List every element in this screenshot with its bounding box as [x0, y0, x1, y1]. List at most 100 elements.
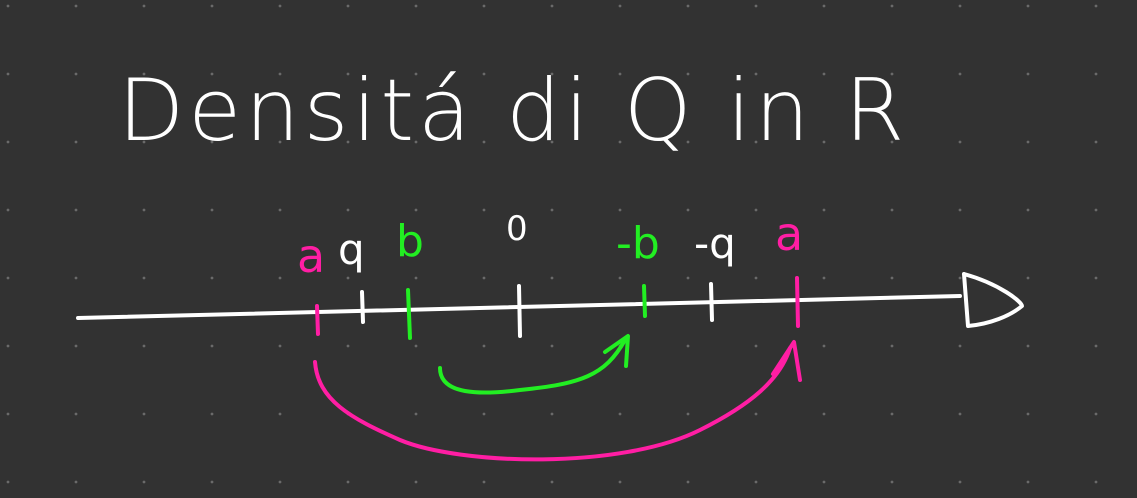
grid-dot	[414, 412, 418, 416]
grid-dot	[958, 412, 962, 416]
grid-dot	[74, 276, 78, 280]
grid-dot	[210, 480, 214, 484]
grid-dot	[142, 412, 146, 416]
grid-dot	[1026, 412, 1030, 416]
grid-dot	[142, 276, 146, 280]
grid-dot	[1026, 208, 1030, 212]
grid-dot	[686, 480, 690, 484]
grid-dot	[278, 140, 282, 144]
grid-dot	[210, 208, 214, 212]
grid-dot	[890, 344, 894, 348]
tick-a-left	[315, 304, 320, 336]
grid-dot	[1094, 140, 1098, 144]
grid-dot	[618, 208, 622, 212]
grid-dot	[6, 412, 10, 416]
grid-dot	[6, 480, 10, 484]
grid-dot	[210, 412, 214, 416]
grid-dot	[74, 140, 78, 144]
grid-dot	[482, 140, 486, 144]
grid-dot	[142, 480, 146, 484]
grid-dot	[686, 276, 690, 280]
grid-dot	[754, 344, 758, 348]
grid-dot	[550, 140, 554, 144]
grid-dot	[74, 412, 78, 416]
grid-dot	[686, 412, 690, 416]
grid-dot	[1026, 4, 1030, 8]
grid-dot	[414, 208, 418, 212]
grid-dot	[346, 344, 350, 348]
grid-dot	[6, 72, 10, 76]
grid-dot	[618, 480, 622, 484]
label-zero: 0	[506, 209, 528, 249]
grid-dot	[6, 208, 10, 212]
grid-dot	[74, 208, 78, 212]
grid-dot	[346, 140, 350, 144]
grid-dot	[414, 140, 418, 144]
grid-dot	[754, 140, 758, 144]
grid-dot	[754, 412, 758, 416]
grid-dot	[822, 208, 826, 212]
grid-dot	[550, 344, 554, 348]
grid-dot	[550, 276, 554, 280]
grid-dot	[278, 344, 282, 348]
grid-dot	[210, 140, 214, 144]
arrow-head	[962, 272, 1024, 328]
grid-dot	[618, 412, 622, 416]
grid-dot	[142, 4, 146, 8]
grid-dot	[686, 140, 690, 144]
grid-dot	[890, 140, 894, 144]
grid-dot	[482, 208, 486, 212]
grid-dot	[414, 276, 418, 280]
grid-dot	[822, 72, 826, 76]
grid-dot	[210, 344, 214, 348]
grid-dot	[278, 4, 282, 8]
tick-zero	[517, 284, 522, 338]
tick-b-right	[642, 284, 647, 318]
grid-dot	[142, 140, 146, 144]
grid-dot	[686, 4, 690, 8]
grid-dot	[346, 72, 350, 76]
number-line	[76, 294, 962, 320]
grid-dot	[210, 72, 214, 76]
grid-dot	[142, 72, 146, 76]
grid-dot	[482, 412, 486, 416]
grid-dot	[6, 140, 10, 144]
grid-dot	[550, 480, 554, 484]
tick-b-left	[406, 288, 412, 340]
grid-dot	[890, 208, 894, 212]
grid-dot	[482, 4, 486, 8]
grid-dot	[74, 480, 78, 484]
label-q-left: q	[338, 225, 365, 274]
grid-dot	[958, 208, 962, 212]
grid-dot	[482, 72, 486, 76]
grid-dot	[754, 480, 758, 484]
grid-dot	[482, 276, 486, 280]
grid-dot	[346, 208, 350, 212]
grid-dot	[618, 140, 622, 144]
grid-dot	[890, 4, 894, 8]
grid-dot	[6, 4, 10, 8]
tick-q-left	[360, 290, 365, 324]
title: Densitá di Q in R	[118, 61, 908, 161]
grid-dot	[958, 72, 962, 76]
label-b-right: -b	[616, 218, 660, 269]
dot-grid	[6, 4, 1098, 484]
grid-dot	[550, 72, 554, 76]
tick-q-right	[709, 282, 714, 322]
grid-dot	[686, 344, 690, 348]
grid-dot	[686, 208, 690, 212]
grid-dot	[278, 276, 282, 280]
grid-dot	[958, 480, 962, 484]
grid-dot	[1094, 344, 1098, 348]
grid-dot	[1026, 344, 1030, 348]
grid-dot	[822, 4, 826, 8]
label-a-right: a	[775, 207, 803, 261]
grid-dot	[754, 4, 758, 8]
grid-dot	[822, 344, 826, 348]
grid-dot	[822, 480, 826, 484]
grid-dot	[346, 276, 350, 280]
magenta-arrow	[313, 346, 792, 462]
grid-dot	[1094, 208, 1098, 212]
grid-dot	[1094, 412, 1098, 416]
